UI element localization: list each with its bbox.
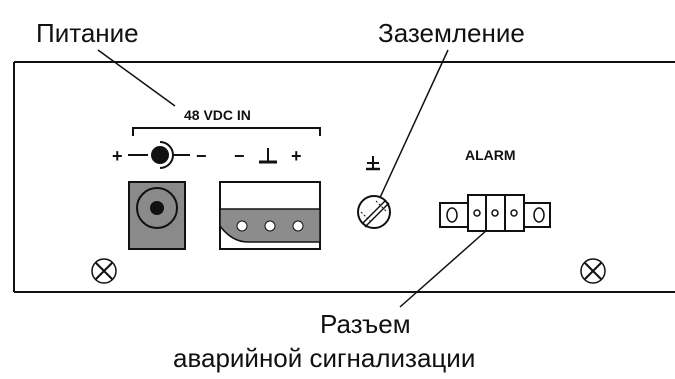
jack-plus-sign: + [112, 146, 123, 166]
ground-symbol-icon [366, 156, 380, 171]
power-leader-line [97, 49, 176, 107]
terminal-polarity-symbols: − + [234, 146, 302, 166]
dc-power-jack [128, 181, 186, 250]
ground-screw-icon [357, 195, 391, 229]
power-callout: Питание [36, 18, 139, 48]
terminal-plus-sign: + [291, 146, 302, 166]
panel-outline [13, 61, 675, 293]
ground-leader-line [377, 49, 449, 203]
alarm-callout-line1: Разъем [320, 309, 411, 339]
mounting-screw-left-icon [91, 258, 117, 284]
dc-input-label: 48 VDC IN [184, 107, 251, 123]
alarm-callout-line2: аварийной сигнализации [173, 343, 475, 373]
terminal-minus-sign: − [234, 146, 245, 166]
ground-callout: Заземление [378, 18, 525, 48]
ground-screw [357, 156, 391, 229]
jack-minus-sign: − [196, 146, 207, 166]
alarm-connector [439, 194, 551, 232]
power-terminal-block [219, 181, 321, 250]
dc-input-bracket [132, 127, 321, 136]
terminal-ground-symbol-icon [259, 148, 277, 164]
alarm-leader-line [399, 229, 488, 308]
alarm-label: ALARM [465, 147, 516, 163]
jack-polarity-symbol: + − [112, 141, 207, 169]
mounting-screw-right-icon [580, 258, 606, 284]
